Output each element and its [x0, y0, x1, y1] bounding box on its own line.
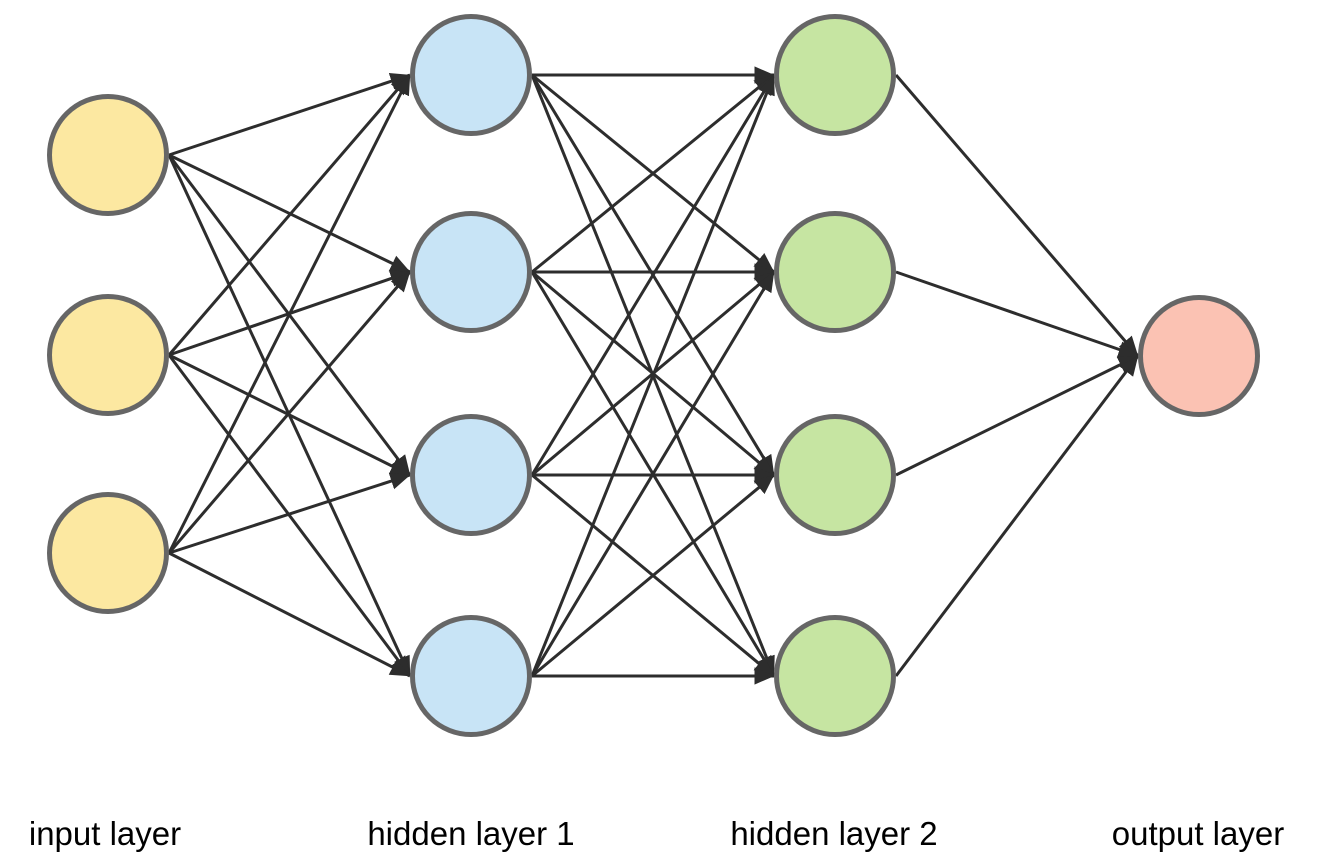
- output-layer-label: output layer: [1112, 815, 1284, 852]
- input-node-2: [47, 294, 169, 416]
- edge-hidden1-4-to-hidden2-2: [530, 271, 776, 677]
- hidden2-node-3: [774, 414, 896, 536]
- hidden1-node-3: [410, 414, 532, 536]
- edge-input-3-to-hidden1-3: [168, 472, 411, 555]
- input-node-3: [47, 492, 169, 614]
- edge-input-2-to-hidden1-1: [167, 74, 412, 356]
- nodes-group: [47, 14, 1260, 737]
- edge-hidden1-2-to-hidden2-1: [531, 73, 775, 274]
- edge-hidden1-3-to-hidden2-1: [530, 74, 776, 476]
- hidden1-layer-label: hidden layer 1: [367, 815, 574, 852]
- edge-input-1-to-hidden1-1: [168, 72, 411, 157]
- edge-input-2-to-hidden1-3: [168, 353, 411, 477]
- edge-input-3-to-hidden1-1: [167, 74, 412, 554]
- hidden2-node-4: [774, 615, 896, 737]
- edge-hidden1-4-to-hidden2-3: [531, 473, 775, 678]
- hidden2-node-2: [774, 211, 896, 333]
- edge-input-3-to-hidden1-4: [168, 551, 411, 678]
- output-node-1: [1138, 295, 1260, 417]
- edges-group: [167, 66, 1140, 685]
- edge-input-3-to-hidden1-2: [167, 271, 412, 554]
- hidden1-node-4: [410, 615, 532, 737]
- edge-hidden2-3-to-output-1: [895, 354, 1139, 477]
- input-layer-label: input layer: [29, 815, 181, 852]
- edge-hidden1-4-to-hidden2-1: [530, 74, 776, 677]
- edge-hidden2-2-to-output-1: [895, 270, 1139, 358]
- layer-labels-group: input layer hidden layer 1 hidden layer 2 o…: [29, 815, 1284, 852]
- edge-hidden2-4-to-output-1: [894, 355, 1140, 677]
- input-node-1: [47, 94, 169, 216]
- edge-hidden2-1-to-output-1: [894, 74, 1140, 357]
- hidden2-layer-label: hidden layer 2: [730, 815, 937, 852]
- hidden1-node-1: [410, 14, 532, 136]
- hidden2-node-1: [774, 14, 896, 136]
- hidden1-node-2: [410, 211, 532, 333]
